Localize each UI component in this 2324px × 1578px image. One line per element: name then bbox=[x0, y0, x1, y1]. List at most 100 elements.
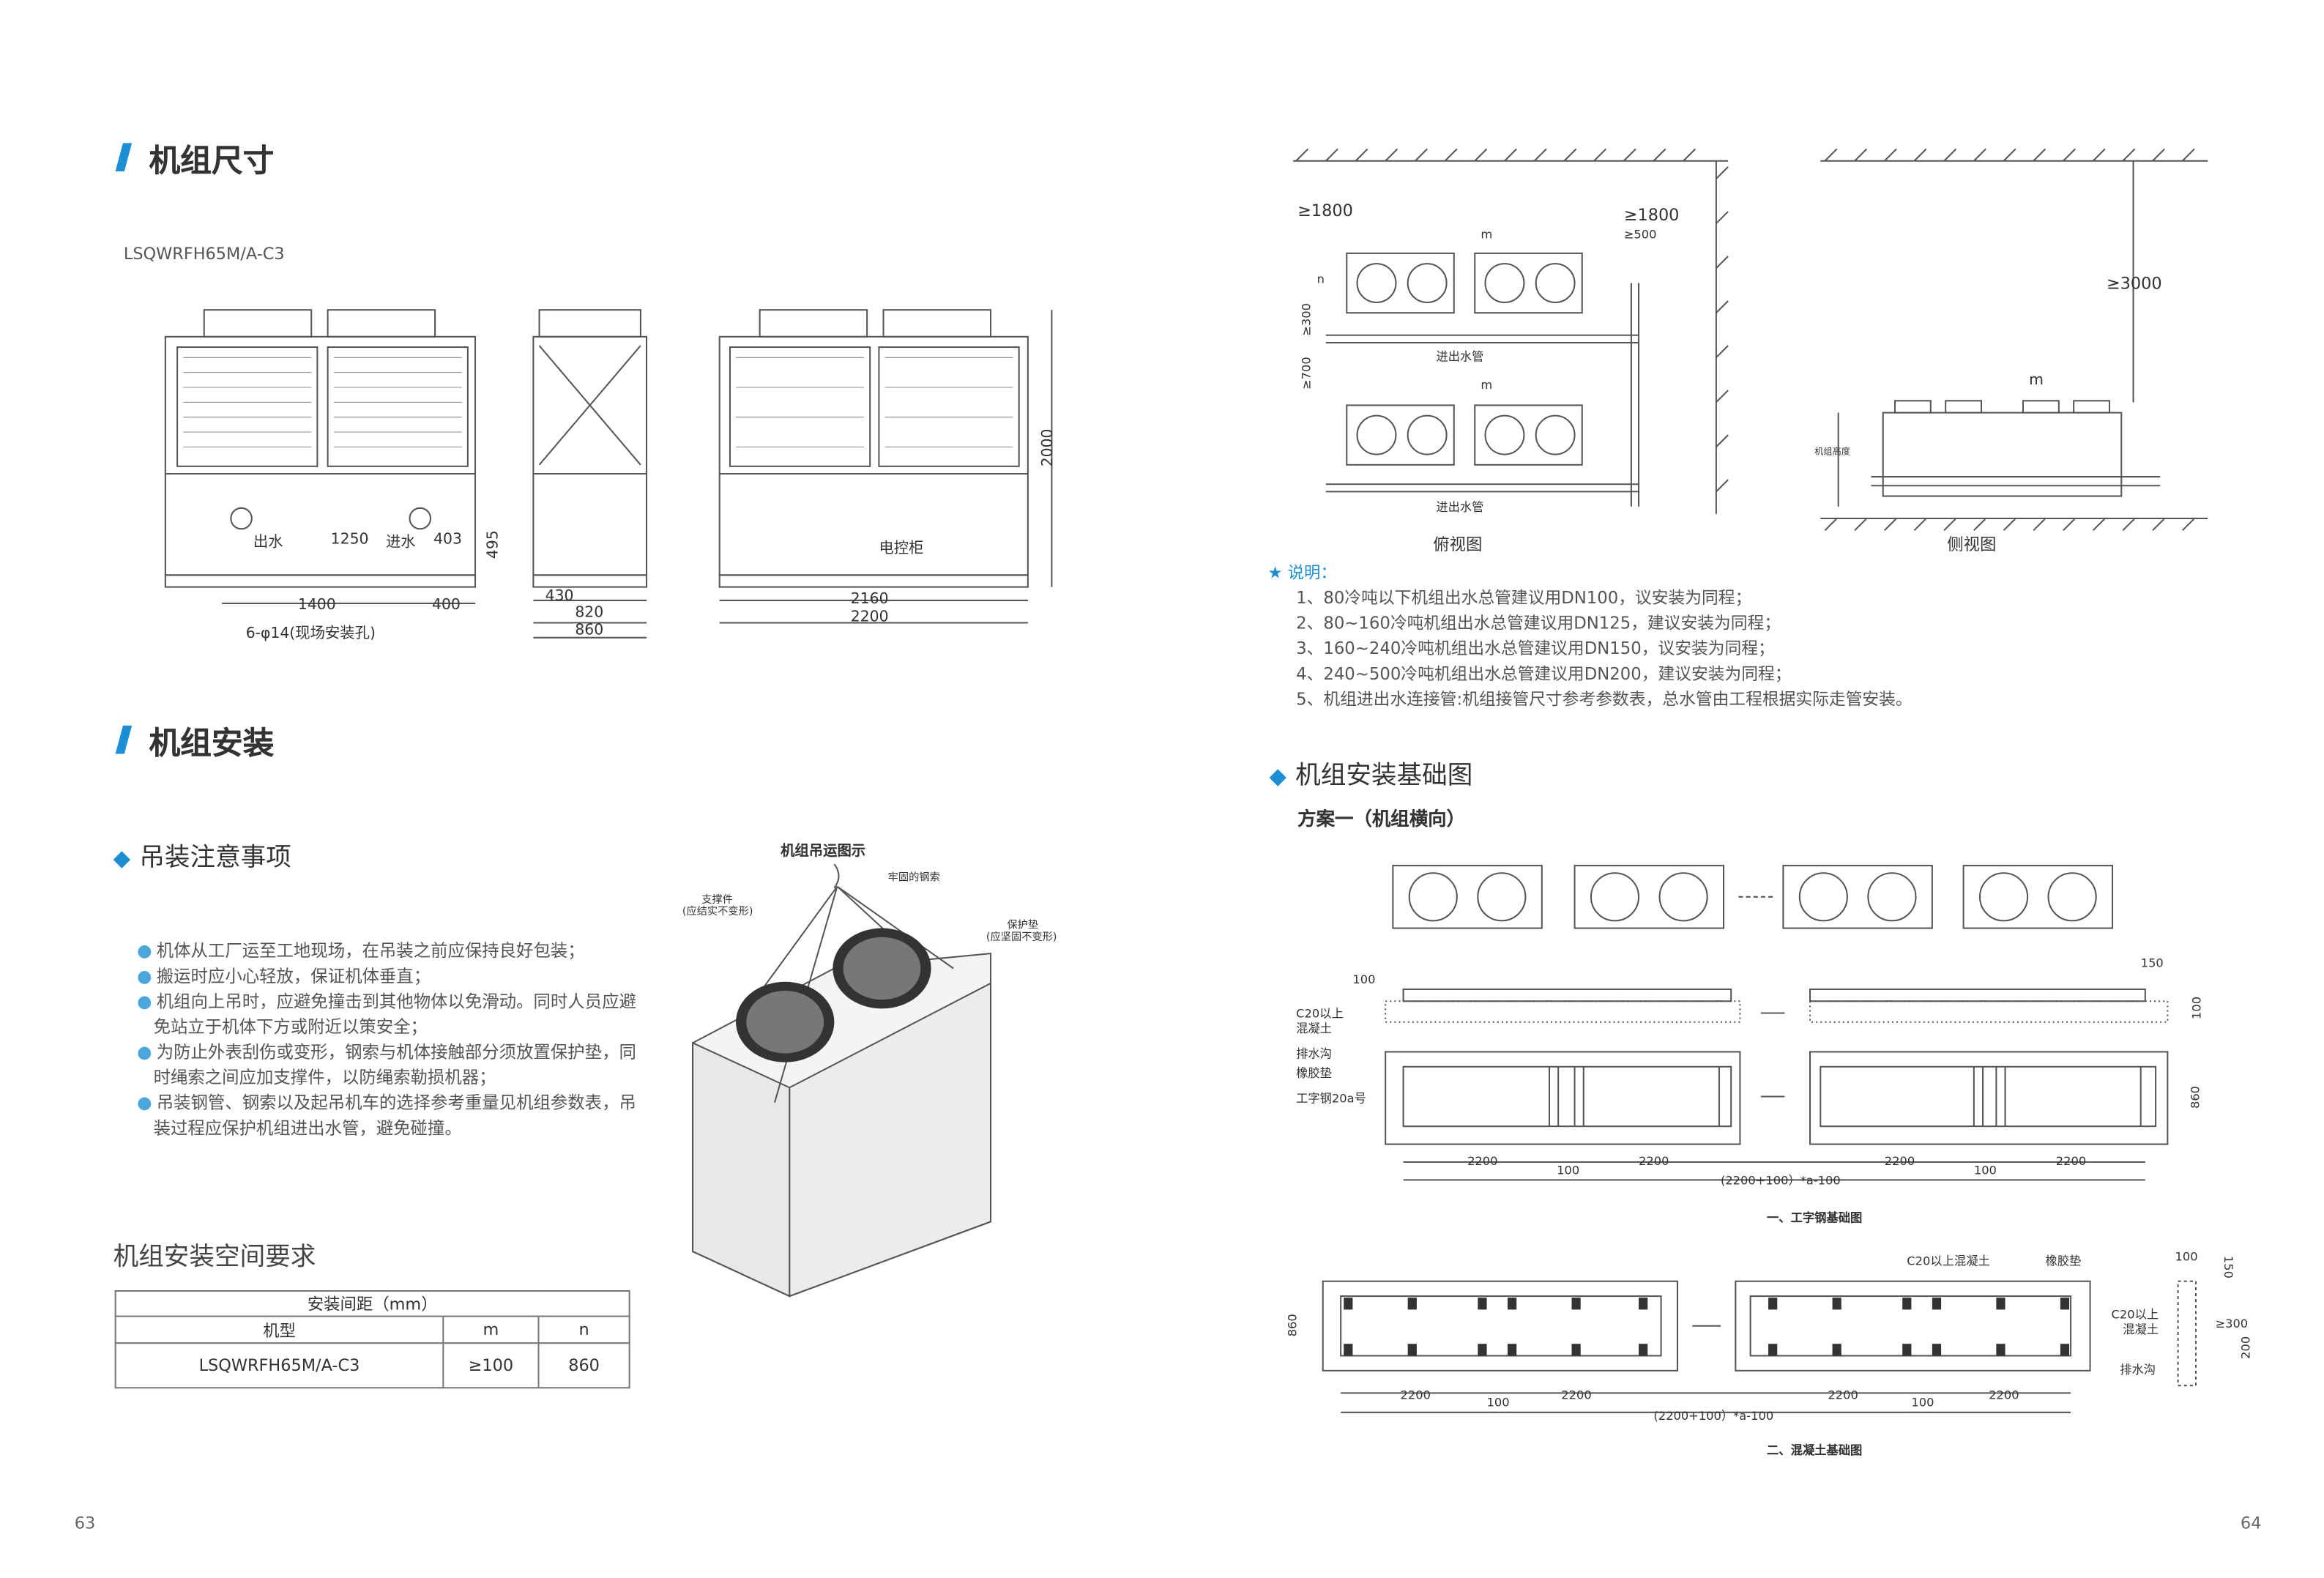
concrete-rubber: 橡胶垫 bbox=[2045, 1254, 2082, 1268]
lift-title-text: 吊装注意事项 bbox=[139, 843, 291, 874]
dim-ge300: ≥300 bbox=[1300, 303, 1314, 336]
concrete-d100c: 100 bbox=[1911, 1396, 1934, 1410]
unit-dimension-drawings bbox=[164, 309, 1053, 639]
lift-fig-title: 机组吊运图示 bbox=[781, 843, 866, 860]
dim-ge1800-right: ≥1800 bbox=[1623, 205, 1680, 226]
concrete-d2200-3: 2200 bbox=[1828, 1388, 1858, 1402]
concrete-drain: 排水沟 bbox=[2120, 1363, 2156, 1377]
foundation-title: ◆机组安装基础图 bbox=[1269, 761, 1473, 792]
installation-space-drawings bbox=[1293, 148, 2208, 532]
notes-title: ★ 说明： bbox=[1267, 563, 1337, 583]
dim-1250: 1250 bbox=[330, 532, 369, 548]
space-title: 机组安装空间要求 bbox=[113, 1242, 316, 1273]
unit-height-label: 机组高度 bbox=[1814, 447, 1851, 458]
steel-d100c: 100 bbox=[1973, 1164, 1997, 1177]
pipe-label-bottom: 进出水管 bbox=[1436, 500, 1484, 514]
steel-d860: 860 bbox=[2189, 1085, 2202, 1109]
col-model: 机型 bbox=[114, 1315, 444, 1344]
dim-ge3000: ≥3000 bbox=[2106, 274, 2162, 294]
dim-820: 820 bbox=[575, 605, 604, 622]
steel-d150: 150 bbox=[2140, 956, 2164, 970]
dim-2000: 2000 bbox=[1040, 428, 1057, 467]
steel-formula: (2200+100）*a-100 bbox=[1720, 1174, 1841, 1188]
steel-d2200-2: 2200 bbox=[1639, 1154, 1669, 1169]
page-number-left: 63 bbox=[74, 1514, 96, 1533]
control-cabinet-label: 电控柜 bbox=[879, 540, 924, 557]
dim-m-side: m bbox=[2029, 372, 2044, 390]
dim-n: n bbox=[1316, 272, 1325, 286]
dim-430: 430 bbox=[545, 588, 574, 606]
dim-outlet: 出水 bbox=[253, 535, 283, 551]
concrete-d2200-2: 2200 bbox=[1561, 1388, 1592, 1402]
dim-m-top: m bbox=[1481, 228, 1493, 242]
star-icon: ★ bbox=[1267, 563, 1288, 583]
concrete-d860: 860 bbox=[1286, 1314, 1300, 1337]
dim-2160: 2160 bbox=[850, 591, 889, 609]
steel-d100: 100 bbox=[1352, 972, 1376, 986]
note-item: 1、80冷吨以下机组出水总管建议用DN100，议安装为同程； bbox=[1296, 588, 1752, 609]
steel-caption: 一、工字钢基础图 bbox=[1767, 1211, 1863, 1225]
section-bar-icon bbox=[115, 143, 133, 171]
table-header: 安装间距（mm） bbox=[114, 1289, 630, 1317]
steel-d2200-4: 2200 bbox=[2055, 1154, 2087, 1169]
col-n: n bbox=[537, 1315, 630, 1344]
lift-note: ●吊装钢管、钢索以及起吊机车的选择参考重量见机组参数表，吊装过程应保护机组进出水… bbox=[137, 1092, 636, 1139]
concrete-d100: 100 bbox=[2175, 1250, 2198, 1264]
dim-inlet: 进水 bbox=[385, 535, 416, 551]
steel-c20: C20以上混凝土 bbox=[1296, 1007, 1344, 1036]
dim-ge700: ≥700 bbox=[1300, 357, 1314, 390]
side-view-caption: 侧视图 bbox=[1947, 535, 1997, 554]
foundation-drawings bbox=[1322, 865, 2197, 1413]
section-bar-icon bbox=[115, 725, 133, 754]
steel-d2200-3: 2200 bbox=[1884, 1154, 1915, 1169]
steel-d100b: 100 bbox=[1557, 1164, 1580, 1177]
diamond-icon: ◆ bbox=[113, 844, 131, 872]
note-item: 5、机组进出水连接管:机组接管尺寸参考参数表，总水管由工程根据实际走管安装。 bbox=[1296, 690, 1913, 710]
lift-fig-rope: 牢固的钢索 bbox=[887, 871, 940, 884]
lift-fig-pad: 保护垫 bbox=[1007, 919, 1039, 931]
top-view-caption: 俯视图 bbox=[1433, 535, 1483, 554]
note-item: 4、240~500冷吨机组出水总管建议用DN200，建议安装为同程； bbox=[1296, 664, 1792, 684]
notes-list: 1、80冷吨以下机组出水总管建议用DN100，议安装为同程； 2、80~160冷… bbox=[1296, 586, 1913, 712]
concrete-c20b: C20以上混凝土 bbox=[2111, 1308, 2159, 1337]
concrete-d2200-1: 2200 bbox=[1400, 1388, 1431, 1402]
model-label: LSQWRFH65M/A-C3 bbox=[123, 244, 285, 264]
lift-fig-pad-note: (应坚固不变形) bbox=[986, 931, 1057, 943]
note-item: 2、80~160冷吨机组出水总管建议用DN125，建议安装为同程； bbox=[1296, 614, 1781, 633]
concrete-d200: 200 bbox=[2239, 1336, 2253, 1359]
dim-holes: 6-φ14(现场安装孔) bbox=[245, 625, 376, 642]
steel-d2200-1: 2200 bbox=[1467, 1154, 1498, 1169]
dim-860: 860 bbox=[575, 622, 604, 639]
concrete-d100b: 100 bbox=[1486, 1396, 1510, 1410]
lift-fig-support: 支撑件 bbox=[701, 893, 734, 907]
dim-m-bottom: m bbox=[1481, 378, 1493, 392]
dim-ge500: ≥500 bbox=[1623, 228, 1657, 242]
concrete-c20: C20以上混凝土 bbox=[1907, 1254, 1990, 1268]
col-m: m bbox=[442, 1315, 540, 1344]
dim-400: 400 bbox=[432, 597, 461, 614]
lift-fig-support-note: (应结实不变形) bbox=[682, 906, 753, 918]
dim-2200: 2200 bbox=[850, 609, 889, 626]
note-item: 3、160~240冷吨机组出水总管建议用DN150，议安装为同程； bbox=[1296, 639, 1775, 659]
dim-403: 403 bbox=[433, 532, 462, 548]
lift-notes: ●机体从工厂运至工地现场，在吊装之前应保持良好包装； ●搬运时应小心轻放，保证机… bbox=[137, 939, 638, 1142]
steel-d100-side: 100 bbox=[2190, 996, 2204, 1019]
concrete-caption: 二、混凝土基础图 bbox=[1767, 1443, 1863, 1457]
pipe-label-top: 进出水管 bbox=[1436, 350, 1484, 364]
lift-note: ●机组向上吊时，应避免撞击到其他物体以免滑动。同时人员应避免站立于机体下方或附近… bbox=[137, 991, 636, 1038]
page-number-right: 64 bbox=[2241, 1514, 2262, 1533]
lift-note: ●搬运时应小心轻放，保证机体垂直； bbox=[137, 965, 431, 986]
dim-ge1800-left: ≥1800 bbox=[1297, 201, 1353, 221]
section-title-installation: 机组安装 bbox=[149, 725, 275, 762]
lift-note: ●机体从工厂运至工地现场，在吊装之前应保持良好包装； bbox=[137, 939, 585, 961]
diamond-icon: ◆ bbox=[1269, 762, 1286, 790]
lifting-illustration bbox=[692, 863, 992, 1298]
concrete-formula: (2200+100）*a-100 bbox=[1653, 1409, 1774, 1423]
lift-note: ●为防止外表刮伤或变形，钢索与机体接触部分须放置保护垫，同时绳索之间应加支撑件，… bbox=[137, 1041, 636, 1088]
concrete-d150: 150 bbox=[2221, 1255, 2235, 1279]
steel-rubber: 橡胶垫 bbox=[1296, 1066, 1332, 1081]
scheme-label: 方案一（机组横向） bbox=[1297, 807, 1466, 830]
